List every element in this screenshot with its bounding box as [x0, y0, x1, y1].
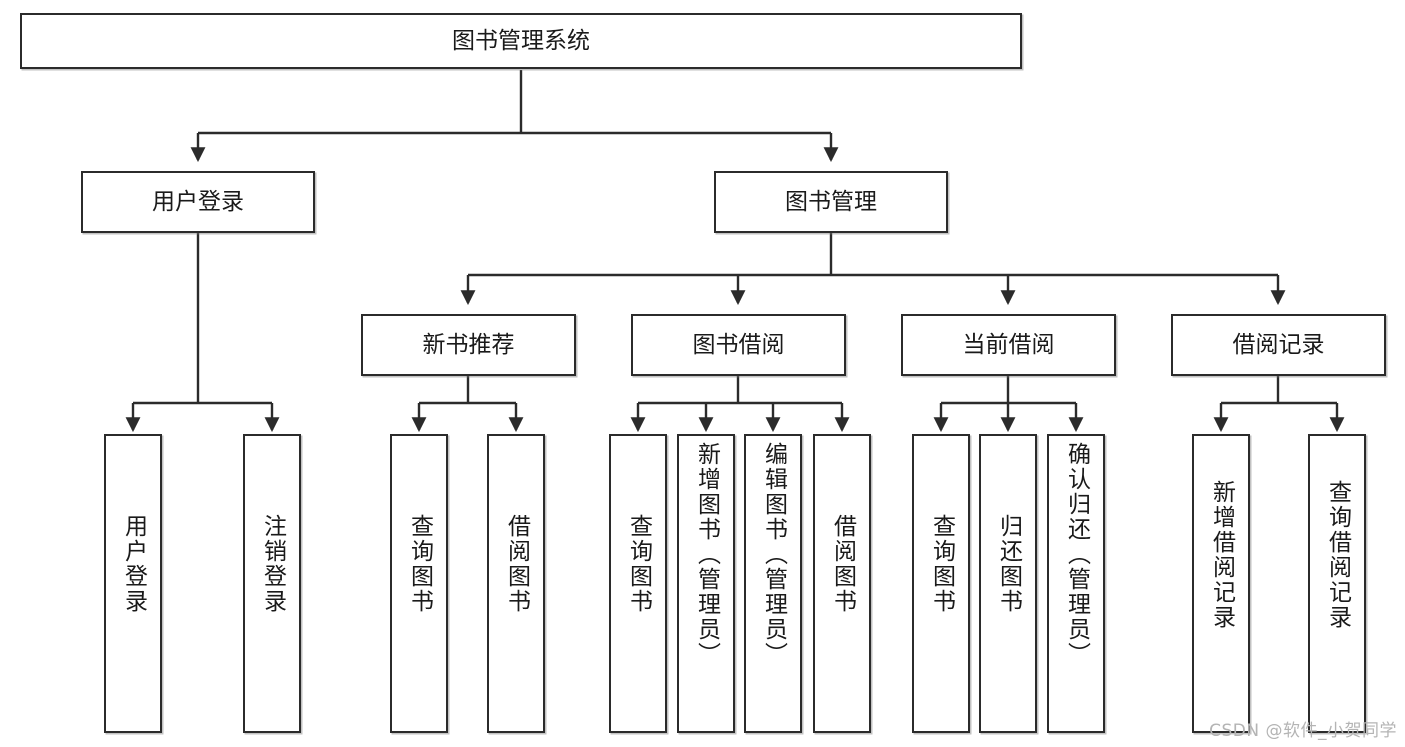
leaf-user-login-signin[interactable]: 用户登录	[104, 434, 162, 733]
leaf-book-borrow-add-book[interactable]: 新增图书（管理员）	[677, 434, 735, 733]
node-label: 图书管理系统	[452, 27, 590, 54]
node-label: 用户登录	[152, 188, 244, 215]
node-label: 查询图书	[928, 514, 955, 614]
node-label: 当前借阅	[962, 331, 1055, 358]
node-current-borrow[interactable]: 当前借阅	[901, 314, 1116, 376]
node-label: 确认归还（管理员）	[1063, 442, 1090, 667]
node-label: 注销登录	[259, 514, 286, 614]
leaf-current-borrow-confirm-return[interactable]: 确认归还（管理员）	[1047, 434, 1105, 733]
node-label: 图书借阅	[692, 331, 785, 358]
leaf-current-borrow-return-book[interactable]: 归还图书	[979, 434, 1037, 733]
node-label: 借阅图书	[503, 514, 530, 614]
node-root-system[interactable]: 图书管理系统	[20, 13, 1022, 69]
leaf-new-book-borrow-book[interactable]: 借阅图书	[487, 434, 545, 733]
leaf-borrow-record-query-record[interactable]: 查询借阅记录	[1308, 434, 1366, 733]
leaf-new-book-query-book[interactable]: 查询图书	[390, 434, 448, 733]
watermark-text: CSDN @软件_小贺同学	[1209, 721, 1397, 741]
node-label: 借阅记录	[1232, 331, 1325, 358]
node-label: 新增图书（管理员）	[693, 442, 720, 667]
leaf-borrow-record-add-record[interactable]: 新增借阅记录	[1192, 434, 1250, 733]
node-label: 归还图书	[995, 514, 1022, 614]
node-label: 图书管理	[785, 188, 877, 215]
node-user-login[interactable]: 用户登录	[81, 171, 315, 233]
leaf-user-login-signout[interactable]: 注销登录	[243, 434, 301, 733]
node-label: 新书推荐	[422, 331, 515, 358]
node-label: 查询借阅记录	[1324, 480, 1351, 630]
node-book-borrow[interactable]: 图书借阅	[631, 314, 846, 376]
node-label: 查询图书	[625, 514, 652, 614]
node-label: 查询图书	[406, 514, 433, 614]
node-label: 用户登录	[120, 514, 147, 614]
node-new-book-recommend[interactable]: 新书推荐	[361, 314, 576, 376]
node-borrow-record[interactable]: 借阅记录	[1171, 314, 1386, 376]
leaf-current-borrow-query-book[interactable]: 查询图书	[912, 434, 970, 733]
leaf-book-borrow-query-book[interactable]: 查询图书	[609, 434, 667, 733]
node-label: 新增借阅记录	[1208, 480, 1235, 630]
node-label: 编辑图书（管理员）	[760, 442, 787, 667]
node-label: 借阅图书	[829, 514, 856, 614]
node-book-management[interactable]: 图书管理	[714, 171, 948, 233]
leaf-book-borrow-borrow-book[interactable]: 借阅图书	[813, 434, 871, 733]
leaf-book-borrow-edit-book[interactable]: 编辑图书（管理员）	[744, 434, 802, 733]
